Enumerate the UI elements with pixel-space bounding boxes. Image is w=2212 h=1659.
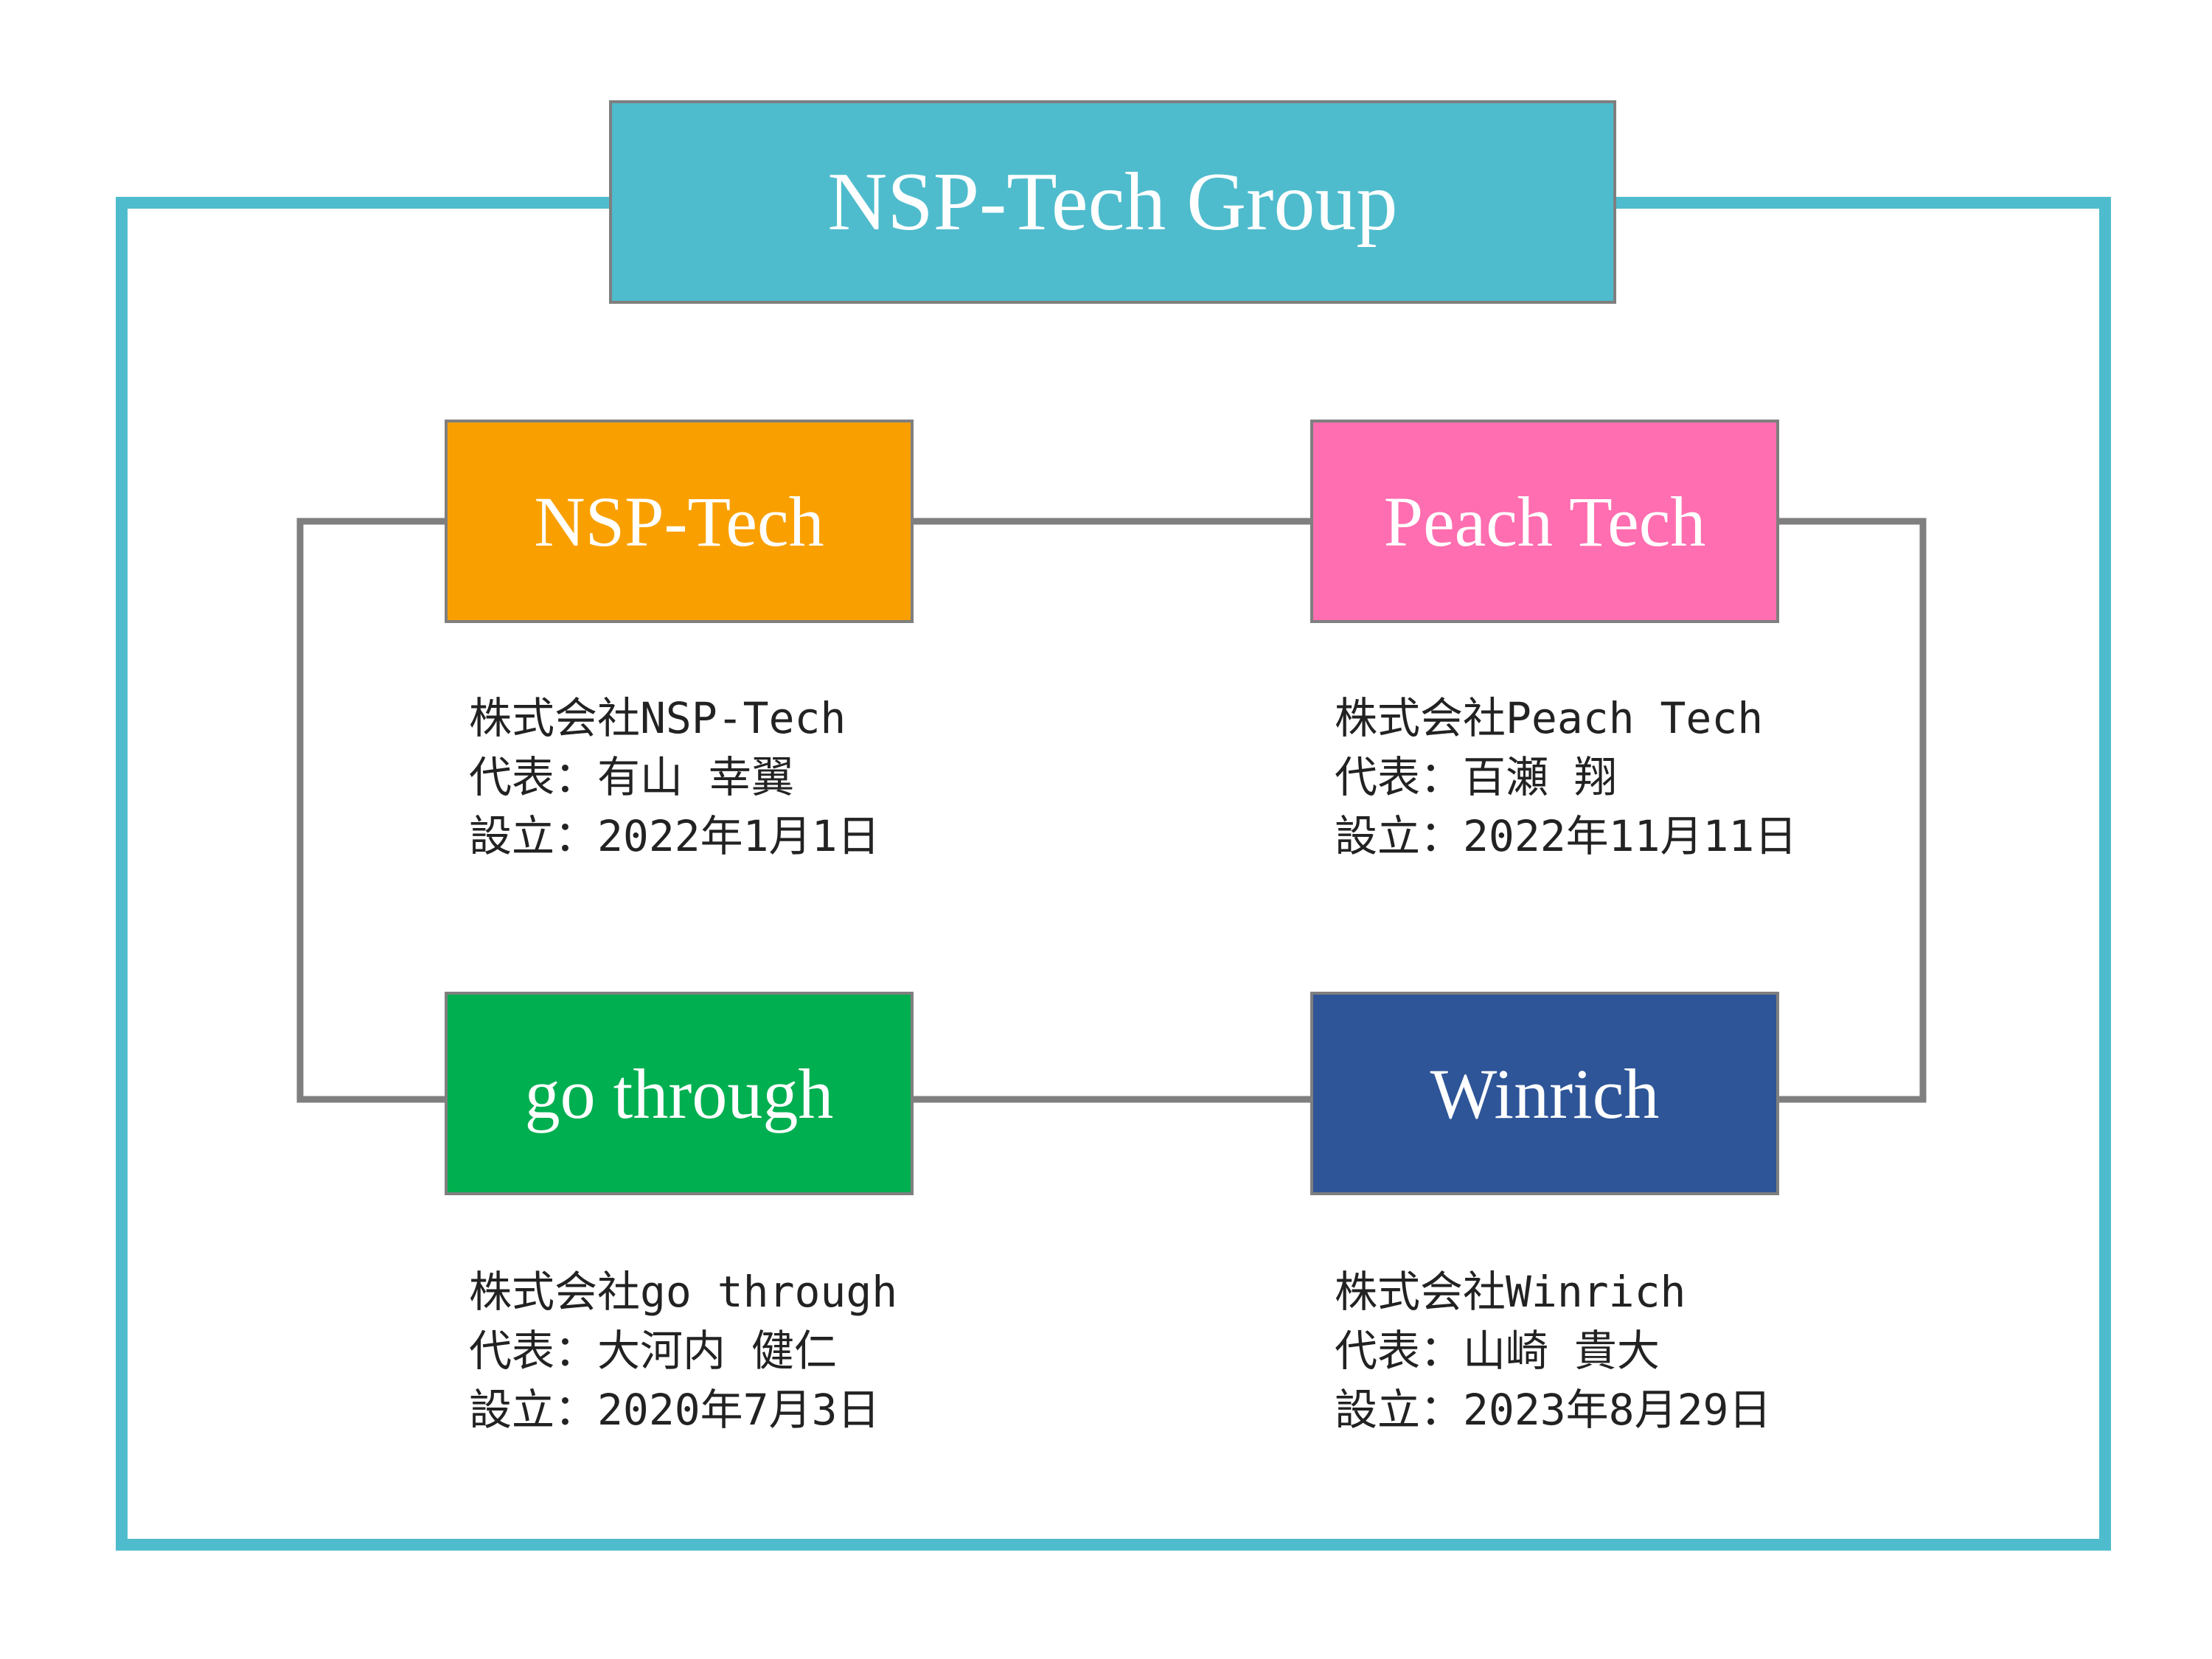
company-name-winrich: Winrich — [1430, 1054, 1660, 1133]
company-info-nsp-tech: 株式会社NSP-Tech 代表：有山 幸翼 設立：2022年1月1日 — [469, 689, 880, 866]
group-frame — [116, 197, 2111, 1551]
group-title: NSP-Tech Group — [827, 156, 1398, 248]
legal-name: 株式会社NSP-Tech — [469, 693, 846, 743]
company-info-peach-tech: 株式会社Peach Tech 代表：百瀬 翔 設立：2022年11月11日 — [1335, 689, 1797, 866]
company-box-peach-tech: Peach Tech — [1310, 420, 1779, 623]
group-title-box: NSP-Tech Group — [609, 100, 1616, 304]
established-date: 設立：2023年8月29日 — [1335, 1385, 1772, 1435]
company-name-peach-tech: Peach Tech — [1383, 481, 1706, 561]
company-info-winrich: 株式会社Winrich 代表：山崎 貴大 設立：2023年8月29日 — [1335, 1262, 1771, 1439]
established-date: 設立：2022年1月1日 — [469, 811, 880, 861]
company-box-winrich: Winrich — [1310, 992, 1779, 1195]
company-info-go-through: 株式会社go through 代表：大河内 健仁 設立：2020年7月3日 — [469, 1262, 897, 1439]
legal-name: 株式会社go through — [469, 1267, 898, 1317]
company-box-go-through: go through — [445, 992, 914, 1195]
established-date: 設立：2020年7月3日 — [469, 1385, 880, 1435]
company-name-nsp-tech: NSP-Tech — [534, 481, 824, 561]
legal-name: 株式会社Peach Tech — [1335, 693, 1764, 743]
representative: 代表：大河内 健仁 — [469, 1326, 837, 1376]
representative: 代表：百瀬 翔 — [1335, 752, 1617, 802]
representative: 代表：有山 幸翼 — [469, 752, 794, 802]
company-box-nsp-tech: NSP-Tech — [445, 420, 914, 623]
established-date: 設立：2022年11月11日 — [1335, 811, 1798, 861]
connector-nsp-go — [296, 518, 445, 1103]
representative: 代表：山崎 貴大 — [1335, 1326, 1660, 1376]
legal-name: 株式会社Winrich — [1335, 1267, 1686, 1317]
connector-peach-winrich — [1779, 518, 1927, 1103]
company-name-go-through: go through — [524, 1054, 834, 1133]
